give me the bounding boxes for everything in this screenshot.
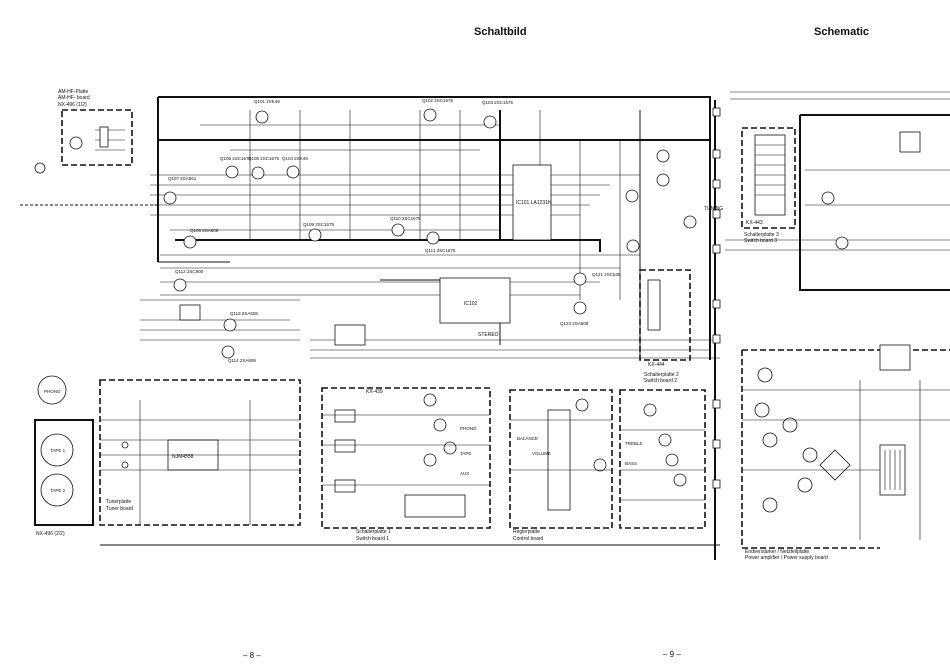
schematic-title-german: Schaltbild bbox=[474, 26, 527, 38]
q110-label: Q110 2SC1675 bbox=[390, 216, 421, 221]
control-label-de: Reglerplatte bbox=[513, 529, 540, 535]
kx444-label: KX-444 bbox=[648, 362, 665, 368]
am-hf-label-en: AM-HF- board bbox=[58, 95, 90, 101]
q109-label: Q109 2SC1675 bbox=[303, 222, 335, 227]
q123-label: Q123 2SA608 bbox=[560, 321, 589, 326]
q113-label: Q113 2SA608 bbox=[230, 311, 258, 316]
q101-label: Q101 2SK49 bbox=[254, 99, 280, 104]
page-number-left: – 8 – bbox=[243, 651, 261, 660]
q105-label: Q105 2SC1675 bbox=[248, 156, 280, 161]
switch2-label-de: Schalterplatte 2 bbox=[644, 372, 679, 378]
q102-label: Q102 2SC1675 bbox=[422, 98, 454, 103]
jack-tape1-label: TAPE 1 bbox=[50, 448, 66, 453]
control-board: Reglerplatte Control board BALANCE VOLUM… bbox=[509, 389, 613, 542]
tuning-label: TUNING bbox=[704, 206, 723, 212]
power-label-de: Endverstärker / Netzteilplatte bbox=[745, 549, 809, 555]
stereo-label: STEREO bbox=[478, 332, 499, 338]
kx439-label: KX-439 bbox=[366, 389, 383, 395]
connector-strip bbox=[712, 100, 721, 560]
q104-label: Q104 2SK49 bbox=[282, 156, 308, 161]
am-hf-board: AM-HF-Platte AM-HF- board NX-496 (1/2) bbox=[58, 89, 133, 166]
jack-tape2-label: TAPE 2 bbox=[50, 488, 66, 493]
power-label-en: Power amplifier / Power supply board bbox=[745, 555, 828, 561]
power-amp-board: Endverstärker / Netzteilplatte Power amp… bbox=[741, 344, 950, 561]
q108-label: Q108 2SA608 bbox=[190, 228, 219, 233]
bass-label: BASS bbox=[625, 461, 637, 466]
kx443-label: KX-443 bbox=[746, 220, 763, 226]
q103-label: Q103 2SC1675 bbox=[482, 100, 514, 105]
tuner-board-label-de: Tunerplatte bbox=[106, 499, 131, 505]
switch2-label-en: Switch board 2 bbox=[644, 378, 677, 384]
tone-board: TREBLE BASS bbox=[619, 389, 706, 529]
switch1-label-en: Switch board 1 bbox=[356, 536, 389, 542]
right-upper-region bbox=[725, 91, 950, 291]
jack-phono-label: PHONO bbox=[44, 389, 61, 394]
switch-board-1: KX-439 Schalterplatte 1 Switch board 1 P… bbox=[321, 387, 491, 542]
q107-label: Q107 2SA561 bbox=[168, 176, 197, 181]
q112-label: Q112 2SC900 bbox=[175, 269, 204, 274]
input-jacks: PHONO TAPE 1 TAPE 2 NX-496 (2/2) bbox=[20, 162, 160, 537]
page-number-right: – 9 – bbox=[663, 650, 681, 659]
am-hf-label-de: AM-HF-Platte bbox=[58, 89, 89, 95]
nx496-bottom-label: NX-496 (2/2) bbox=[36, 531, 65, 537]
switch1-label-de: Schalterplatte 1 bbox=[356, 529, 391, 535]
control-label-en: Control board bbox=[513, 536, 544, 542]
phono-label: PHONO bbox=[460, 426, 477, 431]
switch3-label-en: Switch board 3 bbox=[744, 238, 777, 244]
aux-label: AUX bbox=[460, 471, 469, 476]
treble-label: TREBLE bbox=[625, 441, 643, 446]
balance-label: BALANCE bbox=[517, 436, 538, 441]
volume-label: VOLUME bbox=[532, 451, 551, 456]
ic101-label: IC101 LA1231N bbox=[516, 200, 552, 206]
tuner-transistors: Q101 2SK49 Q102 2SC1675 Q103 2SC1675 Q10… bbox=[163, 98, 697, 363]
switch-board-3: KX-443 Schalterplatte 3 Switch board 3 bbox=[741, 127, 796, 244]
nx496-top-label: NX-496 (1/2) bbox=[58, 102, 87, 108]
tape-label: TAPE bbox=[460, 451, 471, 456]
tuner-board-label-en: Tuner board bbox=[106, 506, 133, 512]
q121-label: Q121 2SC536 bbox=[592, 272, 621, 277]
ic-tuner-label: NJM4558 bbox=[172, 454, 194, 460]
q111-label: Q111 2SC1675 bbox=[425, 248, 456, 253]
q114-label: Q114 2SA608 bbox=[228, 358, 256, 363]
schematic-title-english: Schematic bbox=[814, 26, 870, 38]
q106-label: Q106 2SC1675 bbox=[220, 156, 252, 161]
switch-board-2: KX-444 Schalterplatte 2 Switch board 2 bbox=[639, 269, 691, 384]
switch3-label-de: Schalterplatte 3 bbox=[744, 232, 779, 238]
tuner-main-region: IC101 LA1231N IC102 TUNING STEREO bbox=[140, 96, 723, 360]
tuner-board: Tunerplatte Tuner board NJM4558 bbox=[99, 379, 720, 546]
ic102-label: IC102 bbox=[464, 301, 478, 307]
